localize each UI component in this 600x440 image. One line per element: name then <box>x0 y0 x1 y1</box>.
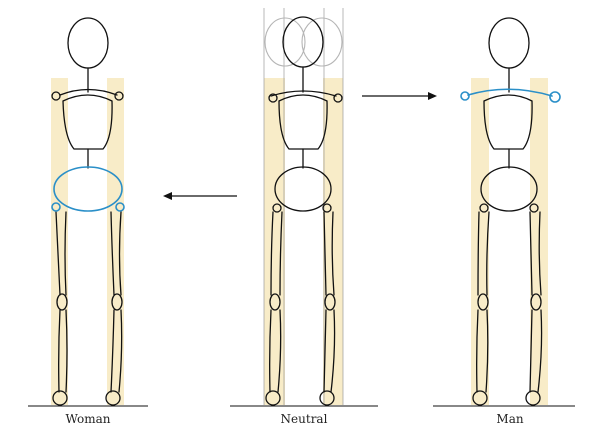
man-shoulder-highlight <box>460 88 561 103</box>
neutral-figure <box>230 8 378 407</box>
woman-guide-band-right <box>107 78 124 405</box>
man-figure <box>433 17 575 407</box>
woman-outline <box>51 17 124 406</box>
neutral-guide-band-right <box>323 78 343 405</box>
woman-figure <box>28 17 148 407</box>
neutral-outline <box>265 16 343 406</box>
man-guide-band-left <box>471 78 489 405</box>
neutral-caption: Neutral <box>280 412 328 426</box>
neutral-head-units <box>264 17 343 67</box>
neutral-guide-band-left <box>264 78 285 405</box>
arrow-to-woman <box>163 192 237 200</box>
man-caption: Man <box>496 412 524 426</box>
woman-guide-band-left <box>51 78 68 405</box>
woman-hip-highlight <box>51 166 125 212</box>
man-outline <box>472 17 543 406</box>
arrow-to-man <box>362 92 437 100</box>
woman-caption: Woman <box>65 412 111 426</box>
neutral-guide-lines <box>263 8 344 405</box>
